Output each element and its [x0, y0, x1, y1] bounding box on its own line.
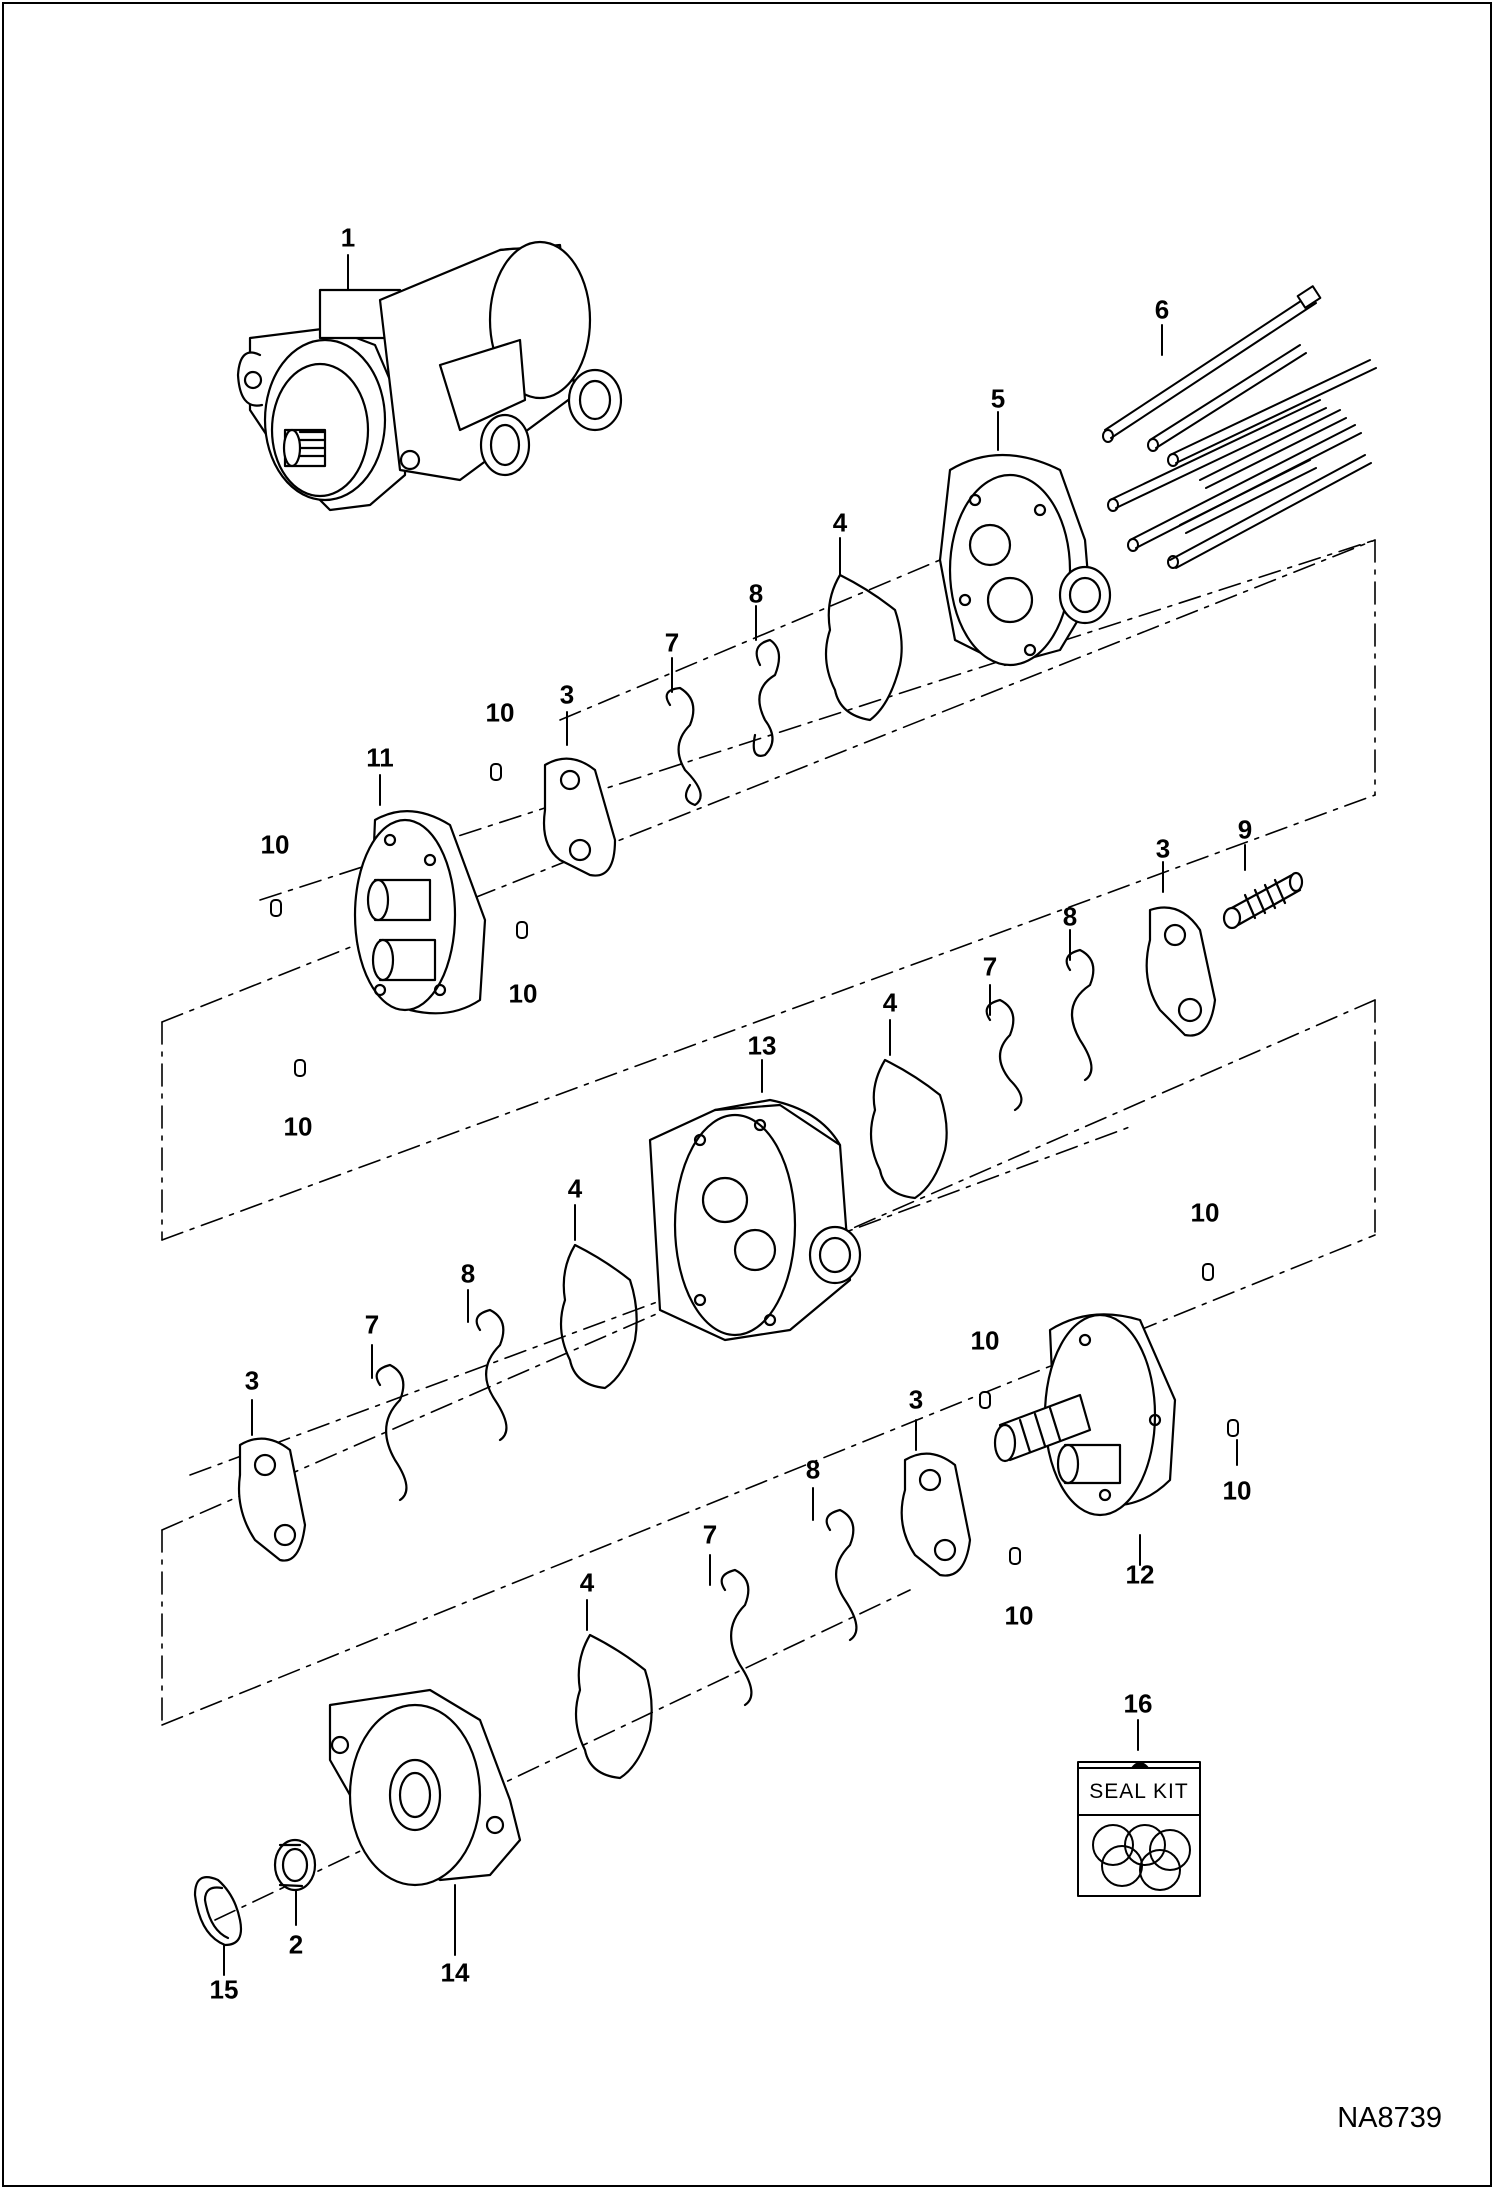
callout-12: 12: [1125, 1559, 1155, 1590]
callout-15: 15: [209, 1974, 239, 2005]
callout-1: 1: [340, 222, 356, 253]
part-12-drive-gear-plate: [993, 1313, 1177, 1517]
part-16-seal-kit: [1077, 1761, 1201, 1897]
callout-10: 10: [485, 697, 515, 728]
callout-3: 3: [559, 679, 575, 710]
callout-6: 6: [1154, 294, 1170, 325]
callout-leaders: [223, 254, 1246, 1976]
callout-10: 10: [260, 829, 290, 860]
callout-8: 8: [748, 578, 764, 609]
callout-10: 10: [970, 1325, 1000, 1356]
callout-7: 7: [664, 627, 680, 658]
callout-14: 14: [440, 1957, 470, 1988]
part-9-coupling-shaft: [1222, 871, 1304, 930]
callout-8: 8: [460, 1258, 476, 1289]
part-4-o-rings: [559, 573, 948, 1780]
callout-10: 10: [1190, 1197, 1220, 1228]
callout-10: 10: [1004, 1600, 1034, 1631]
part-6-bolts: [1102, 285, 1377, 569]
part-11-gear-plate: [353, 810, 487, 1015]
callout-10: 10: [1222, 1475, 1252, 1506]
callout-4: 4: [832, 507, 848, 538]
callout-9: 9: [1237, 814, 1253, 845]
callout-4: 4: [567, 1173, 583, 1204]
callout-7: 7: [364, 1309, 380, 1340]
part-3-wear-plates: [237, 757, 1217, 1577]
seal-kit-label: SEAL KIT: [1089, 1780, 1189, 1803]
callout-4: 4: [579, 1567, 595, 1598]
callout-3: 3: [908, 1384, 924, 1415]
callout-10: 10: [508, 978, 538, 1009]
part-5-end-cover: [938, 454, 1112, 667]
figure-id: NA8739: [1337, 2102, 1442, 2134]
part-10-dowel-pins: [270, 763, 1239, 1565]
callout-3: 3: [244, 1365, 260, 1396]
part-2-shaft-seal: [273, 1838, 317, 1892]
callout-5: 5: [990, 383, 1006, 414]
part-1-pump-assembly: [236, 240, 623, 512]
callout-4: 4: [882, 987, 898, 1018]
callout-10: 10: [283, 1111, 313, 1142]
callout-7: 7: [982, 951, 998, 982]
callout-13: 13: [747, 1030, 777, 1061]
callout-8: 8: [805, 1454, 821, 1485]
callout-11: 11: [366, 742, 394, 773]
callout-3: 3: [1155, 833, 1171, 864]
callout-2: 2: [288, 1929, 304, 1960]
callout-16: 16: [1123, 1688, 1153, 1719]
part-14-mounting-flange: [328, 1688, 522, 1887]
callout-8: 8: [1062, 901, 1078, 932]
part-13-center-housing: [648, 1098, 862, 1342]
callout-7: 7: [702, 1519, 718, 1550]
